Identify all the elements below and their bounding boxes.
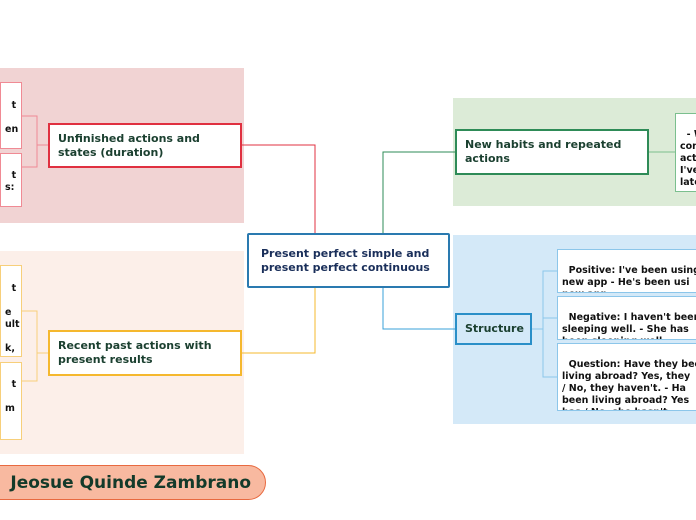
- habits-leaf-1[interactable]: - W con act I've late mu: [675, 113, 696, 192]
- link-habits: [382, 151, 456, 233]
- unfinished-leaf-2[interactable]: t s:: [0, 153, 22, 207]
- central-topic-label: Present perfect simple and present perfe…: [261, 246, 430, 274]
- author-badge: Jeosue Quinde Zambrano: [0, 465, 266, 500]
- branch-habits[interactable]: New habits and repeated actions: [455, 129, 649, 175]
- unfinished-leaf-1[interactable]: t en: [0, 82, 22, 149]
- recent-leaf-1[interactable]: t e ult k,: [0, 265, 22, 357]
- link-structure-leaves: [531, 270, 558, 330]
- author-name: Jeosue Quinde Zambrano: [10, 472, 251, 493]
- central-topic[interactable]: Present perfect simple and present perfe…: [247, 233, 450, 288]
- structure-leaf-positive[interactable]: Positive: I've been using new app - He's…: [557, 249, 696, 293]
- branch-structure[interactable]: Structure: [455, 313, 532, 345]
- structure-leaf-negative[interactable]: Negative: I haven't been sleeping well. …: [557, 296, 696, 340]
- link-recent: [242, 288, 316, 354]
- recent-leaf-2[interactable]: t m: [0, 362, 22, 440]
- link-structure: [382, 288, 456, 330]
- link-unfinished: [242, 144, 316, 233]
- structure-leaf-question[interactable]: Question: Have they bee living abroad? Y…: [557, 343, 696, 411]
- branch-unfinished-label: Unfinished actions and states (duration): [58, 131, 200, 159]
- branch-recent-label: Recent past actions with present results: [58, 339, 212, 366]
- branch-structure-label: Structure: [465, 322, 524, 335]
- branch-unfinished[interactable]: Unfinished actions and states (duration): [48, 123, 242, 168]
- branch-habits-label: New habits and repeated actions: [465, 138, 622, 165]
- link-unfinished-leaves: [22, 115, 49, 146]
- branch-recent[interactable]: Recent past actions with present results: [48, 330, 242, 376]
- link-recent-leaves: [22, 310, 49, 354]
